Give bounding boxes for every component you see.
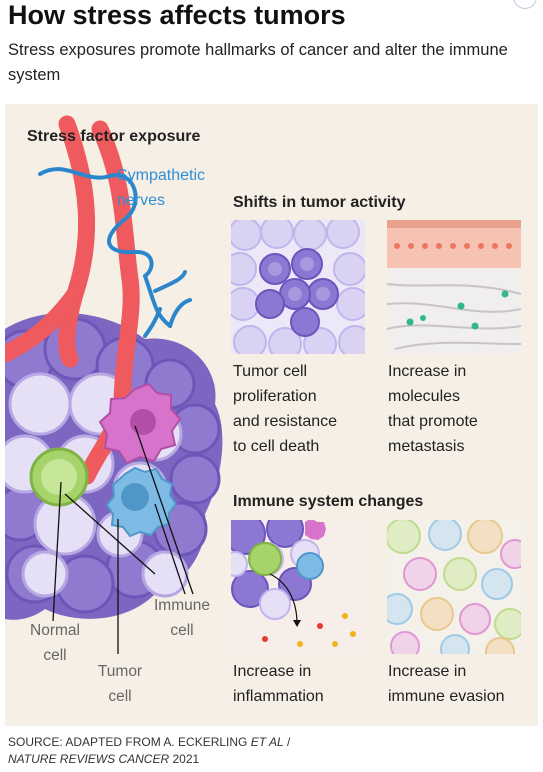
tumor-illustration — [5, 115, 223, 654]
caption-immune-evasion: Increase in immune evasion — [388, 663, 505, 705]
metastasis-image — [387, 220, 521, 354]
caption-proliferation: Tumor cell proliferation and resistance … — [233, 363, 338, 455]
stress-factor-header: Stress factor exposure — [27, 128, 201, 145]
tumor-proliferation-image — [231, 220, 365, 354]
immune-evasion-image — [387, 520, 521, 654]
inflammation-image — [231, 520, 365, 654]
page-subtitle: Stress exposures promote hallmarks of ca… — [8, 41, 508, 84]
immune-changes-header: Immune system changes — [233, 493, 424, 510]
caption-metastasis: Increase in molecules that promote metas… — [388, 363, 478, 455]
diagram-panel: Stress factor exposure Sympathetic nerve… — [5, 104, 538, 726]
tumor-cell-label: Tumor cell — [97, 663, 143, 705]
immune-cell-label: Immune cell — [154, 597, 210, 639]
shifts-header: Shifts in tumor activity — [233, 194, 406, 211]
top-right-decoration — [513, 0, 537, 9]
diagram-illustration — [5, 115, 521, 654]
sympathetic-nerves-label: Sympathetic nerves — [117, 167, 206, 209]
source-credit: SOURCE: ADAPTED FROM A. ECKERLING ET AL … — [8, 735, 291, 766]
caption-inflammation: Increase in inflammation — [233, 663, 324, 705]
page-title: How stress affects tumors — [8, 0, 346, 30]
normal-cell-label: Normal cell — [30, 622, 80, 664]
